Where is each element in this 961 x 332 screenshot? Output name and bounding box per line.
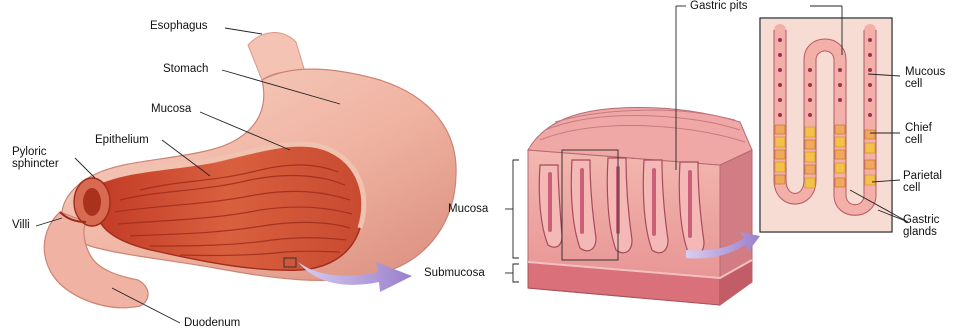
label-mucous-cell: Mucous cell: [905, 66, 945, 90]
label-parietal-cell: Parietal cell: [903, 170, 942, 194]
label-mucosa: Mucosa: [151, 103, 191, 115]
label-gastric-glands: Gastric glands: [903, 214, 939, 238]
label-pyloric-sphincter: Pyloric sphincter: [12, 146, 59, 170]
label-submucosa: Submucosa: [424, 267, 485, 279]
label-mucosa-layer: Mucosa: [448, 203, 488, 215]
label-gastric-pits: Gastric pits: [690, 0, 748, 12]
label-esophagus: Esophagus: [150, 20, 208, 32]
mucosa-block: [528, 108, 752, 305]
stomach-illustration: [44, 33, 456, 308]
label-stomach: Stomach: [163, 63, 208, 75]
gastric-gland-zoom: [760, 18, 892, 232]
label-villi: Villi: [12, 219, 30, 231]
label-epithelium: Epithelium: [95, 134, 149, 146]
label-duodenum: Duodenum: [184, 317, 240, 329]
label-chief-cell: Chief cell: [905, 122, 932, 146]
